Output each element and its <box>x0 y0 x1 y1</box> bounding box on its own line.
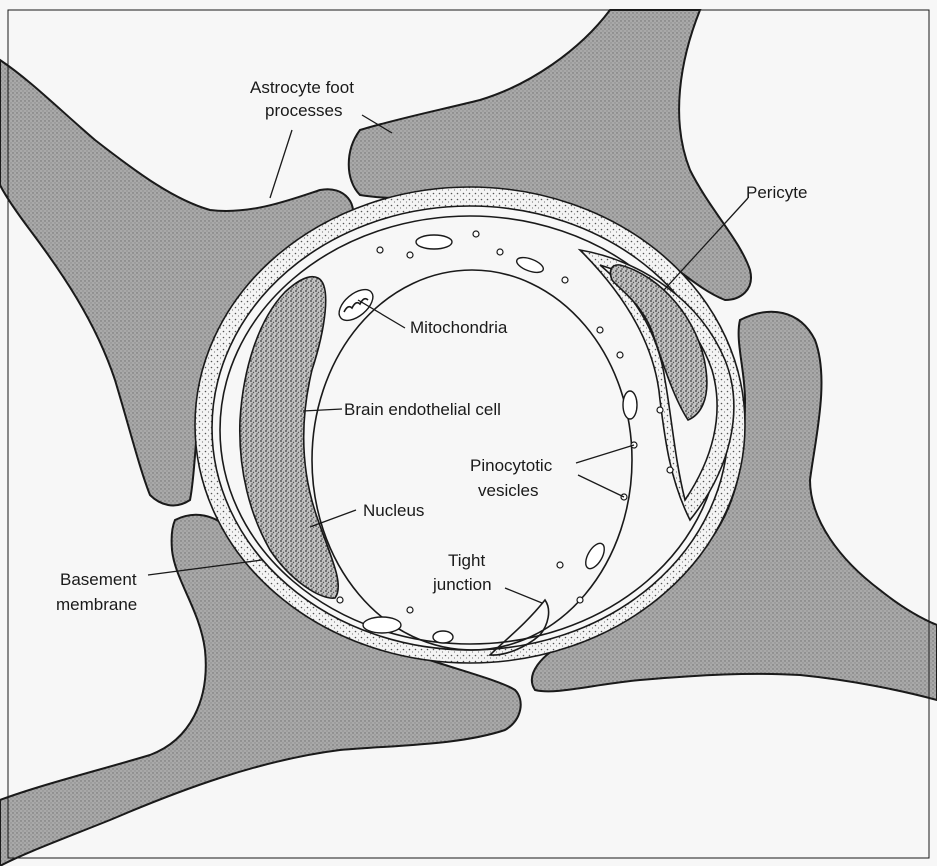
label-tight-line2: junction <box>432 575 492 594</box>
label-pinocytotic-line1: Pinocytotic <box>470 456 553 475</box>
vesicle <box>657 407 663 413</box>
mitochondrion <box>416 235 452 249</box>
vesicle <box>407 252 413 258</box>
label-astrocyte-line1: Astrocyte foot <box>250 78 354 97</box>
vesicle <box>667 467 673 473</box>
vesicle <box>377 247 383 253</box>
label-tight-line1: Tight <box>448 551 485 570</box>
label-astrocyte-line2: processes <box>265 101 342 120</box>
label-basement-line1: Basement <box>60 570 137 589</box>
vesicle <box>407 607 413 613</box>
vesicle <box>557 562 563 568</box>
vesicle <box>562 277 568 283</box>
vesicle <box>617 352 623 358</box>
vesicle <box>337 597 343 603</box>
label-pericyte: Pericyte <box>746 183 807 202</box>
vesicle <box>497 249 503 255</box>
mitochondrion <box>363 617 401 633</box>
label-brain-endothelial-cell: Brain endothelial cell <box>344 400 501 419</box>
vesicle <box>597 327 603 333</box>
mitochondrion <box>433 631 453 643</box>
label-nucleus: Nucleus <box>363 501 424 520</box>
label-mitochondria: Mitochondria <box>410 318 508 337</box>
vesicle <box>473 231 479 237</box>
label-pinocytotic-line2: vesicles <box>478 481 538 500</box>
label-basement-line2: membrane <box>56 595 137 614</box>
vesicle <box>577 597 583 603</box>
mitochondrion <box>623 391 637 419</box>
